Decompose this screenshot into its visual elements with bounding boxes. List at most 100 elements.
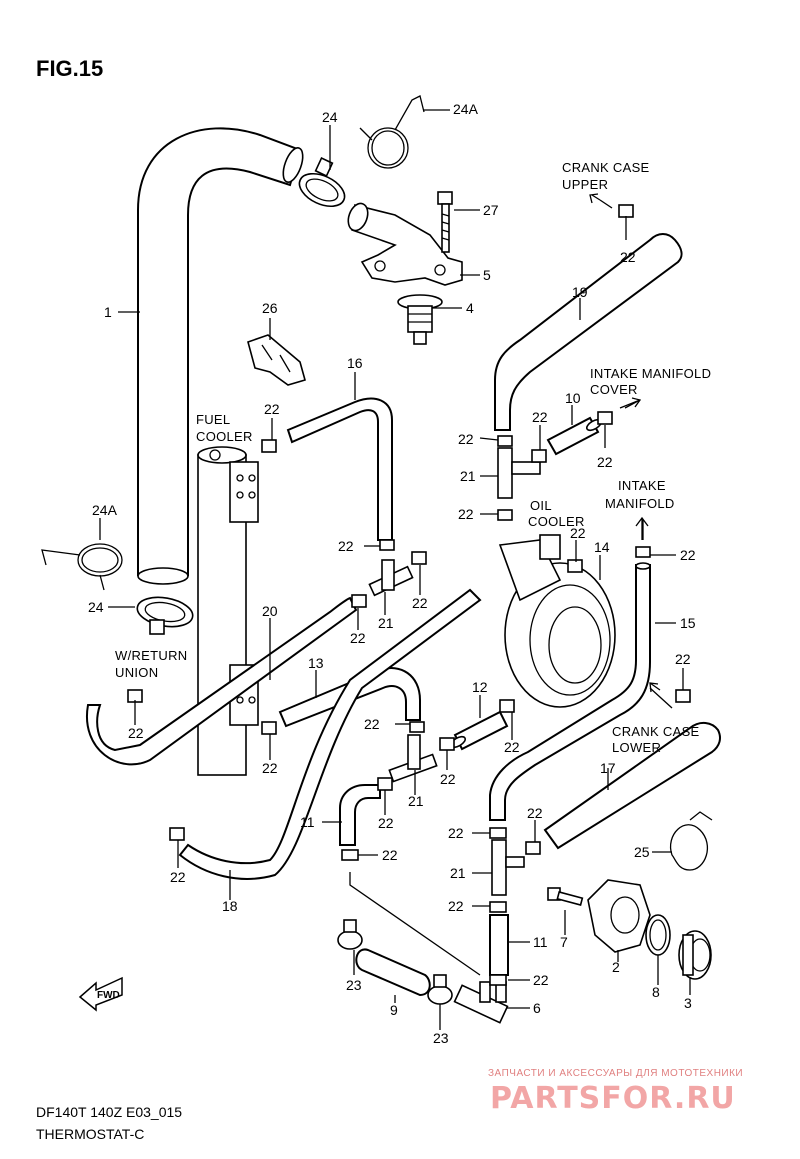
caption-intake-manifold-2: MANIFOLD bbox=[605, 496, 675, 511]
part-label-22-o: 22 bbox=[504, 739, 520, 755]
spring-clamp-part-24a-top bbox=[359, 95, 425, 169]
part-label-17: 17 bbox=[600, 760, 616, 776]
hose-part-11-upper bbox=[339, 784, 381, 846]
footer-model: DF140T 140Z E03_015 bbox=[36, 1104, 182, 1120]
fuel-cooler bbox=[197, 446, 259, 776]
joint-part-21-top bbox=[497, 447, 541, 499]
spring-clamp-part-24a-left bbox=[41, 543, 123, 591]
part-label-7: 7 bbox=[560, 934, 568, 950]
part-label-22-c: 22 bbox=[532, 409, 548, 425]
cover-part-2 bbox=[587, 879, 651, 953]
bolt-part-27 bbox=[437, 191, 453, 253]
part-label-12: 12 bbox=[472, 679, 488, 695]
cap-part-3 bbox=[678, 930, 712, 980]
clamp-part-24-top bbox=[298, 157, 346, 208]
part-label-22-p: 22 bbox=[262, 760, 278, 776]
part-label-22-j: 22 bbox=[412, 595, 428, 611]
part-label-22-r: 22 bbox=[378, 815, 394, 831]
bolt-part-7 bbox=[547, 887, 584, 906]
fwd-direction-icon: FWD bbox=[78, 976, 123, 1012]
hose-part-19 bbox=[494, 233, 683, 431]
caption-intake-manifold-cover-2: COVER bbox=[590, 382, 638, 397]
part-label-22-f: 22 bbox=[458, 506, 474, 522]
part-label-22-l: 22 bbox=[675, 651, 691, 667]
joint-part-6 bbox=[453, 981, 509, 1024]
part-label-15: 15 bbox=[680, 615, 696, 631]
part-label-22-s: 22 bbox=[527, 805, 543, 821]
clamp-part-24-left bbox=[136, 596, 194, 635]
part-label-14: 14 bbox=[594, 539, 610, 555]
watermark: ЗАПЧАСТИ И АКСЕССУАРЫ ДЛЯ МОТОТЕХНИКИ PA… bbox=[488, 1068, 743, 1116]
hose-part-1 bbox=[137, 127, 304, 585]
watermark-logo: PARTSFOR.RU bbox=[490, 1081, 736, 1116]
part-label-10: 10 bbox=[565, 390, 581, 406]
part-label-24a-top: 24A bbox=[453, 101, 479, 117]
part-label-11-a: 11 bbox=[300, 814, 315, 830]
joint-part-21-mid bbox=[368, 559, 414, 597]
figure-title: FIG.15 bbox=[36, 56, 103, 81]
part-label-4: 4 bbox=[466, 300, 474, 316]
part-label-23-b: 23 bbox=[433, 1030, 449, 1046]
part-label-22-q: 22 bbox=[440, 771, 456, 787]
hose-part-16 bbox=[286, 397, 393, 541]
part-label-1: 1 bbox=[104, 304, 112, 320]
clamp-part-23-right bbox=[427, 974, 453, 1005]
part-label-6: 6 bbox=[533, 1000, 541, 1016]
hose-part-18 bbox=[178, 588, 482, 880]
cable-tie-part-25 bbox=[669, 811, 713, 871]
part-label-9: 9 bbox=[390, 1002, 398, 1018]
footer-name: THERMOSTAT-C bbox=[36, 1126, 144, 1142]
o-ring-part-8 bbox=[645, 914, 671, 956]
caption-crank-case-lower-2: LOWER bbox=[612, 740, 661, 755]
fwd-badge-label: FWD bbox=[97, 990, 120, 1001]
part-label-22-i: 22 bbox=[338, 538, 354, 554]
part-label-8: 8 bbox=[652, 984, 660, 1000]
thermostat-cover-part-5 bbox=[347, 202, 463, 286]
caption-oil-cooler-2: COOLER bbox=[528, 514, 585, 529]
part-label-22-x: 22 bbox=[533, 972, 549, 988]
part-label-19: 19 bbox=[572, 284, 588, 300]
part-label-22-n: 22 bbox=[364, 716, 380, 732]
caption-fuel-cooler-1: FUEL bbox=[196, 412, 230, 427]
part-label-5: 5 bbox=[483, 267, 491, 283]
part-label-22-h: 22 bbox=[680, 547, 696, 563]
thermostat-part-4 bbox=[397, 294, 443, 345]
part-labels: 1 24 24A 27 5 4 26 16 19 10 22 22 22 22 … bbox=[88, 101, 696, 1046]
captions: CRANK CASE UPPER INTAKE MANIFOLD COVER I… bbox=[115, 160, 711, 755]
part-label-18: 18 bbox=[222, 898, 238, 914]
part-label-22-k: 22 bbox=[350, 630, 366, 646]
part-label-22-v: 22 bbox=[170, 869, 186, 885]
watermark-line-1: ЗАПЧАСТИ И АКСЕССУАРЫ ДЛЯ МОТОТЕХНИКИ bbox=[488, 1068, 743, 1079]
part-label-22-a: 22 bbox=[620, 249, 636, 265]
hose-part-11-lower bbox=[489, 914, 509, 976]
part-label-21-c: 21 bbox=[408, 793, 424, 809]
leader-lines bbox=[99, 109, 691, 1030]
part-label-21-d: 21 bbox=[450, 865, 466, 881]
caption-crank-case-upper-1: CRANK CASE bbox=[562, 160, 650, 175]
hose-part-12 bbox=[449, 710, 509, 751]
joint-part-21-low bbox=[388, 734, 438, 783]
part-label-22-e: 22 bbox=[597, 454, 613, 470]
clamp-part-23-left bbox=[337, 919, 363, 950]
hose-part-17 bbox=[543, 722, 721, 850]
caption-intake-manifold-cover-1: INTAKE MANIFOLD bbox=[590, 366, 711, 381]
caption-return-union-2: UNION bbox=[115, 665, 158, 680]
caption-crank-case-lower-1: CRANK CASE bbox=[612, 724, 700, 739]
hose-part-20 bbox=[85, 596, 358, 766]
part-label-24-top: 24 bbox=[322, 109, 338, 125]
part-label-22-w: 22 bbox=[448, 898, 464, 914]
part-label-24a-left: 24A bbox=[92, 502, 118, 518]
part-label-16: 16 bbox=[347, 355, 363, 371]
part-label-3: 3 bbox=[684, 995, 692, 1011]
caption-intake-manifold-1: INTAKE bbox=[618, 478, 666, 493]
part-label-20: 20 bbox=[262, 603, 278, 619]
part-label-22-u: 22 bbox=[382, 847, 398, 863]
part-label-22-m: 22 bbox=[128, 725, 144, 741]
caption-fuel-cooler-2: COOLER bbox=[196, 429, 253, 444]
joint-part-21-bottom bbox=[491, 839, 525, 896]
oil-cooler-part-14 bbox=[498, 534, 616, 708]
part-label-22-t: 22 bbox=[448, 825, 464, 841]
clip-part-26 bbox=[247, 334, 306, 386]
part-label-26: 26 bbox=[262, 300, 278, 316]
